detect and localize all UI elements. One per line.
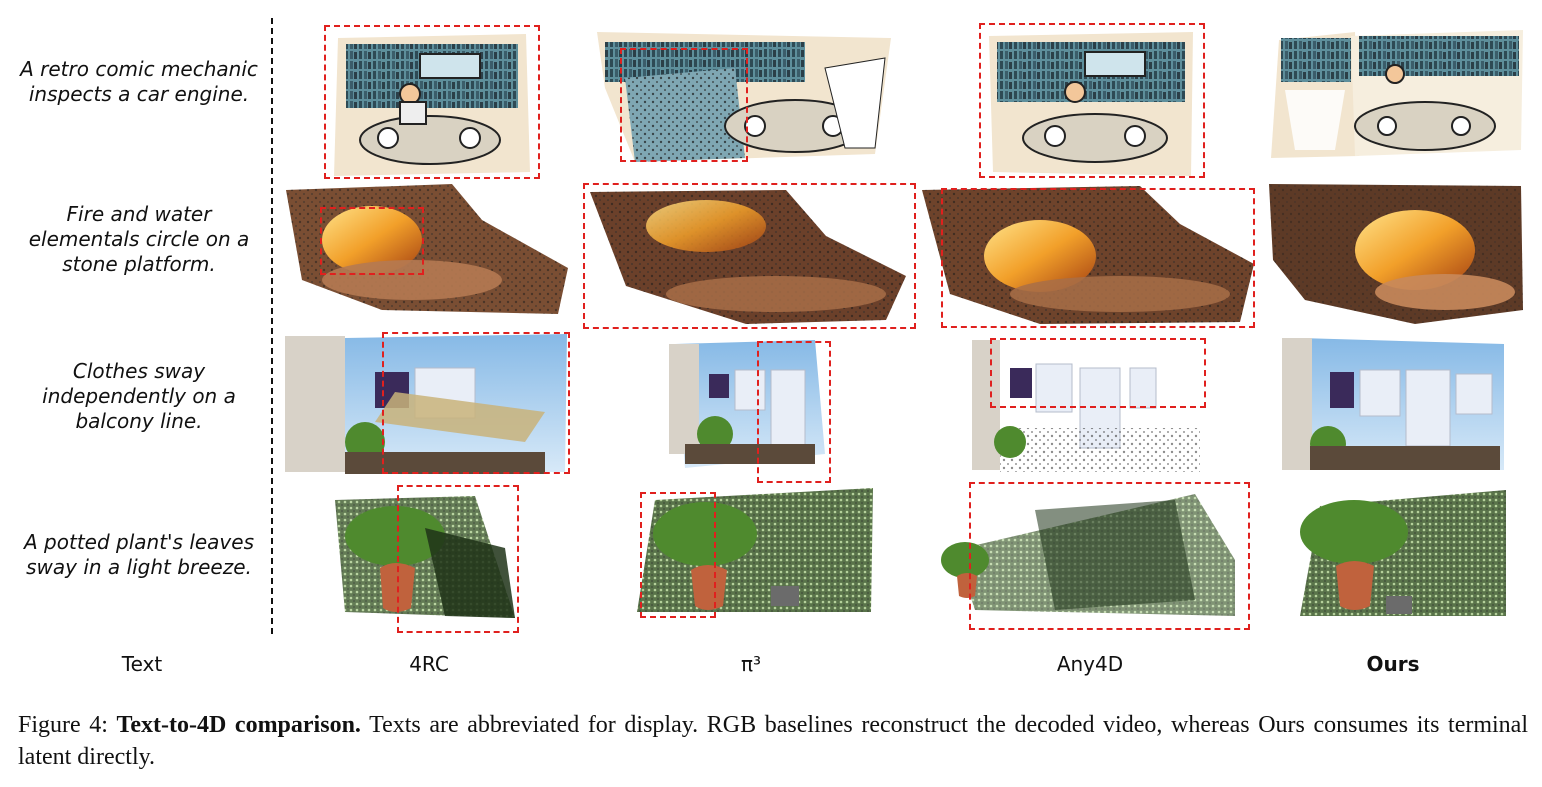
recon-fire-pi3 <box>586 186 910 326</box>
highlight-box <box>969 482 1250 630</box>
prompt-line: inspects a car engine. <box>28 82 250 106</box>
recon-fire-4rc <box>282 180 574 320</box>
highlight-box <box>757 341 831 483</box>
recon-comic-any4d <box>985 30 1197 178</box>
prompt-line: stone platform. <box>62 252 216 276</box>
recon-clothes-4rc <box>285 332 571 476</box>
prompt-4: A potted plant's leaves sway in a light … <box>8 530 270 580</box>
highlight-box <box>320 207 424 275</box>
recon-plant-any4d <box>935 490 1247 620</box>
prompt-line: elementals circle on a <box>28 227 250 251</box>
recon-clothes-pi3 <box>665 334 831 474</box>
prompt-line: Clothes sway <box>72 359 206 383</box>
highlight-box <box>583 183 916 329</box>
prompt-line: balcony line. <box>75 409 203 433</box>
recon-plant-pi3 <box>635 486 875 622</box>
figure-caption: Figure 4: Text-to-4D comparison. Texts a… <box>18 709 1528 773</box>
prompt-line: A retro comic mechanic <box>20 57 258 81</box>
text-column-divider <box>271 18 273 634</box>
prompt-line: Fire and water <box>66 202 212 226</box>
caption-label: Figure 4: <box>18 712 108 738</box>
recon-comic-pi3 <box>595 28 893 168</box>
highlight-box <box>620 48 748 162</box>
highlight-box <box>941 188 1255 328</box>
highlight-box <box>979 23 1205 178</box>
column-label-ours: Ours <box>1366 652 1420 676</box>
caption-title: Text-to-4D comparison. <box>116 712 361 738</box>
column-label-pi3: π³ <box>740 652 762 676</box>
prompt-line: A potted plant's leaves <box>24 530 254 554</box>
prompt-2: Fire and water elementals circle on a st… <box>8 202 270 277</box>
caption-body: Texts are abbreviated for display. RGB b… <box>18 712 1528 770</box>
recon-comic-ours <box>1265 30 1527 160</box>
highlight-box <box>382 332 570 474</box>
prompt-3: Clothes sway independently on a balcony … <box>8 359 270 434</box>
highlight-box <box>990 338 1206 408</box>
recon-plant-4rc <box>325 488 520 624</box>
recon-clothes-ours <box>1280 334 1507 474</box>
prompt-line: sway in a light breeze. <box>26 555 252 579</box>
highlight-box <box>324 25 540 179</box>
column-label-text: Text <box>121 652 163 676</box>
recon-plant-ours <box>1290 486 1510 620</box>
column-label-any4d: Any4D <box>1056 652 1124 676</box>
recon-fire-any4d <box>920 184 1256 326</box>
recon-fire-ours <box>1265 180 1527 326</box>
highlight-box <box>397 485 519 633</box>
column-label-4rc: 4RC <box>409 652 449 676</box>
recon-comic-4rc <box>330 30 535 180</box>
prompt-1: A retro comic mechanic inspects a car en… <box>8 57 270 107</box>
prompt-line: independently on a <box>42 384 236 408</box>
highlight-box <box>640 492 716 618</box>
